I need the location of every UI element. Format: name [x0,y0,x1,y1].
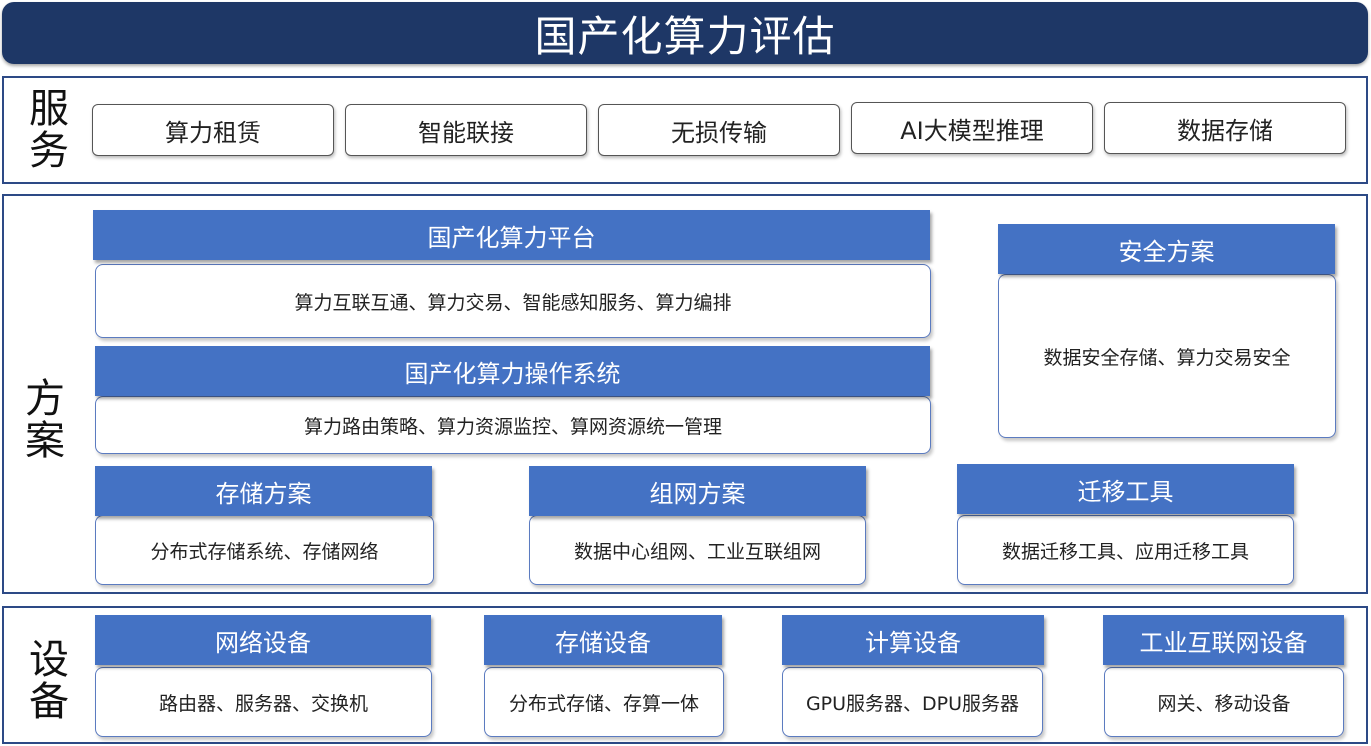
network-solution-header: 组网方案 [529,466,866,516]
compute-device-header: 计算设备 [782,615,1044,665]
security-body: 数据安全存储、算力交易安全 [998,274,1336,438]
page-title: 国产化算力评估 [2,2,1368,64]
os-header: 国产化算力操作系统 [95,346,930,396]
solution-label: 方 案 [25,376,65,464]
platform-header: 国产化算力平台 [93,210,930,260]
network-device-body: 路由器、服务器、交换机 [95,667,432,737]
migration-tool-body: 数据迁移工具、应用迁移工具 [957,515,1294,585]
network-solution-body: 数据中心组网、工业互联组网 [529,515,866,585]
service-item-smart-connect: 智能联接 [345,104,587,156]
service-item-ai-model-inference: AI大模型推理 [851,102,1093,154]
service-item-compute-lease: 算力租赁 [92,104,334,156]
industrial-device-header: 工业互联网设备 [1103,615,1344,665]
os-body: 算力路由策略、算力资源监控、算网资源统一管理 [95,396,931,454]
storage-device-body: 分布式存储、存算一体 [484,667,724,737]
device-label: 设 备 [29,637,69,725]
network-device-header: 网络设备 [95,615,431,665]
storage-solution-body: 分布式存储系统、存储网络 [95,515,434,585]
industrial-device-body: 网关、移动设备 [1104,667,1344,737]
service-label: 服 务 [29,86,69,174]
security-header: 安全方案 [998,224,1335,274]
platform-body: 算力互联互通、算力交易、智能感知服务、算力编排 [95,264,931,338]
storage-device-header: 存储设备 [484,615,722,665]
storage-solution-header: 存储方案 [95,466,432,516]
migration-tool-header: 迁移工具 [957,464,1294,514]
compute-device-body: GPU服务器、DPU服务器 [782,667,1043,737]
service-item-data-storage: 数据存储 [1104,102,1346,154]
service-item-lossless-transfer: 无损传输 [598,104,840,156]
